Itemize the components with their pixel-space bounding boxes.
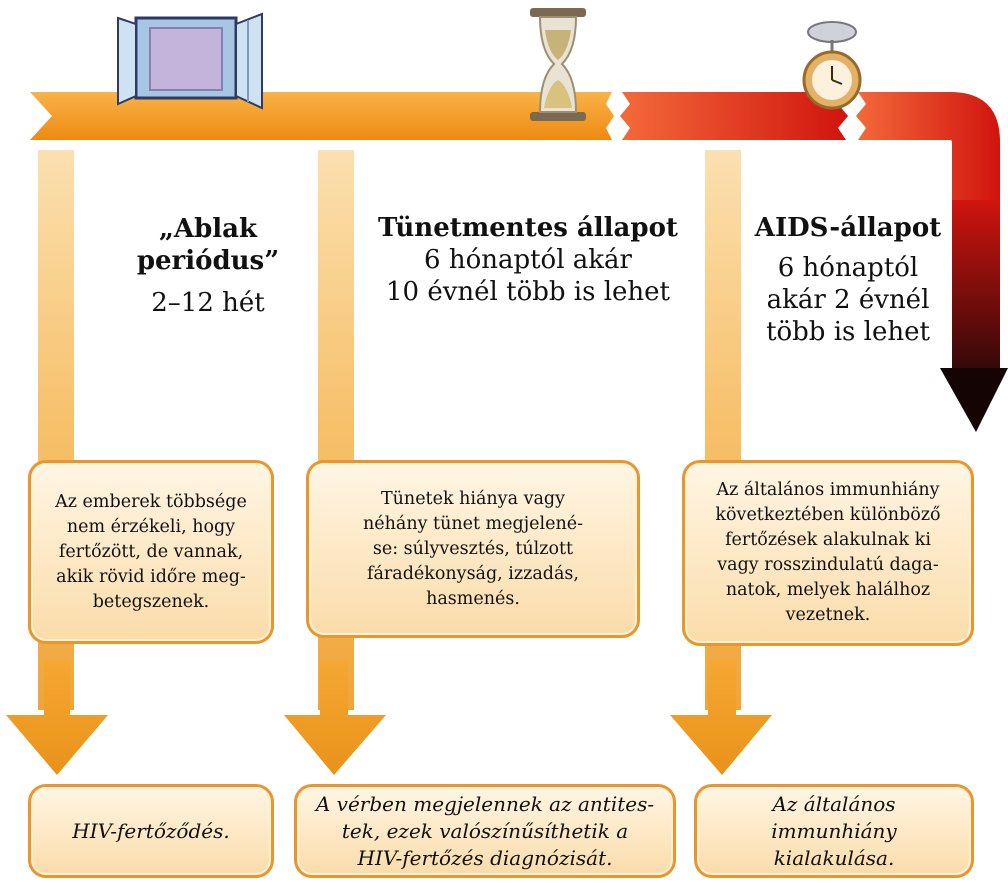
hourglass-icon [530, 8, 586, 121]
stage-1-result: HIV-fertőződés. [72, 818, 230, 843]
stage-1-down-arrow [6, 660, 108, 775]
window-icon [117, 12, 263, 110]
stage-1-description-box: Az emberek többsége nem érzékeli, hogy f… [28, 460, 274, 644]
stage-2-description: Tünetek hiánya vagy néhány tünet megjele… [362, 488, 583, 609]
stage-1-duration: 2–12 hét [151, 288, 265, 318]
stage-2-heading: Tünetmentes állapot 6 hónaptól akár 10 é… [360, 212, 696, 308]
stage-2-duration: 6 hónaptól akár 10 évnél több is lehet [386, 245, 670, 307]
stage-2-result-box: A vérben megjelennek az antites- tek, ez… [294, 784, 676, 878]
stage-1-result-box: HIV-fertőződés. [28, 784, 274, 878]
stage-3-description-box: Az általános immunhiány következtében kü… [682, 460, 974, 646]
stage-3-result-box: Az általános immunhiány kialakulása. [694, 784, 974, 878]
stage-1-title: „Ablak periódus” [136, 214, 280, 276]
stage-3-duration: 6 hónaptól akár 2 évnél több is lehet [766, 253, 930, 347]
timeline-bar-orange [30, 92, 614, 140]
stage-3-down-arrow [670, 660, 772, 775]
stage-2-down-arrow [284, 660, 386, 775]
alarm-clock-icon [802, 21, 862, 110]
stage-2-result: A vérben megjelennek az antites- tek, ez… [315, 791, 655, 870]
stage-3-title: AIDS-állapot [754, 213, 942, 243]
stage-2-description-box: Tünetek hiánya vagy néhány tünet megjele… [306, 460, 640, 638]
stage-2-title: Tünetmentes állapot [378, 213, 678, 243]
stage-3-result: Az általános immunhiány kialakulása. [771, 791, 897, 870]
stage-3-description: Az általános immunhiány következtében kü… [715, 480, 941, 625]
stage-3-heading: AIDS-állapot 6 hónaptól akár 2 évnél töb… [745, 212, 951, 348]
stage-1-heading: „Ablak periódus” 2–12 hét [118, 213, 298, 319]
stage-1-description: Az emberek többsége nem érzékeli, hogy f… [55, 491, 247, 612]
red-down-arrow [940, 368, 1008, 432]
timeline-bar-red [620, 92, 848, 140]
